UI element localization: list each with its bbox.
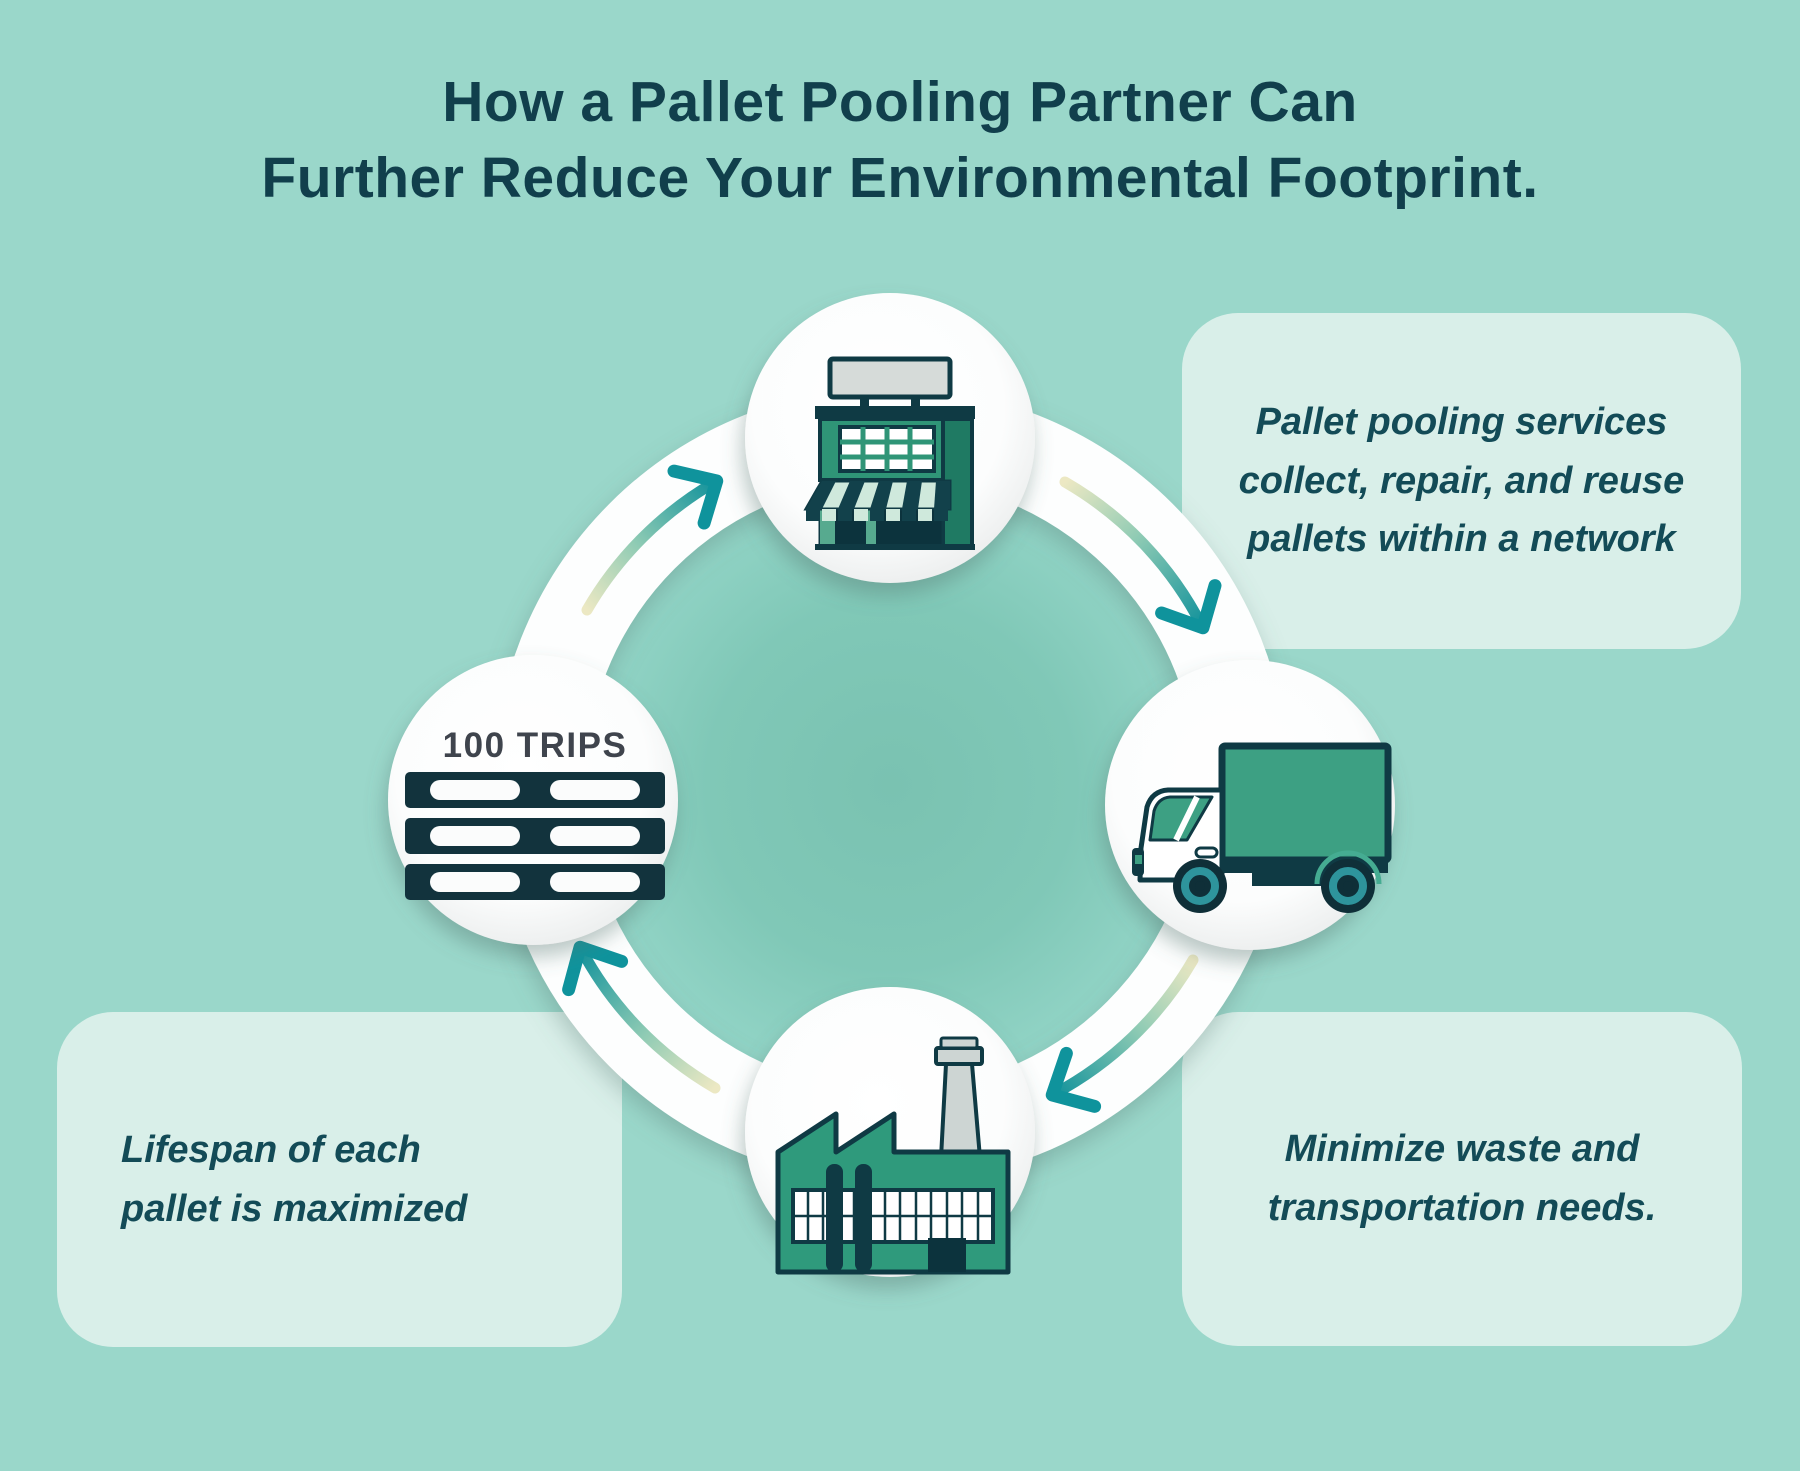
- callout-line: Lifespan of each: [121, 1128, 421, 1171]
- callout-line: collect, repair, and reuse: [1238, 459, 1685, 502]
- box-truck-icon: [1132, 742, 1392, 913]
- storefront-icon: [803, 356, 975, 550]
- pallet-stack-icon: [405, 772, 665, 900]
- callout-line: Pallet pooling services: [1255, 400, 1668, 443]
- title-line-2: Further Reduce Your Environmental Footpr…: [261, 146, 1539, 211]
- page-title: How a Pallet Pooling Partner Can Further…: [0, 64, 1800, 217]
- title-line-1: How a Pallet Pooling Partner Can: [442, 70, 1358, 134]
- factory-icon: [775, 1036, 1011, 1275]
- callout-pallet-pooling-services: Pallet pooling services collect, repair,…: [1182, 313, 1741, 649]
- arrow-right-to-bottom-icon: [1045, 954, 1199, 1113]
- callout-lifespan-maximized: Lifespan of each pallet is maximized: [57, 1012, 622, 1347]
- callout-line: pallet is maximized: [121, 1187, 468, 1230]
- pallet-trips-label: 100 TRIPS: [443, 726, 628, 765]
- callout-line: pallets within a network: [1247, 518, 1676, 561]
- cycle-arrows: [562, 464, 1222, 1113]
- arrow-top-to-right-icon: [1059, 476, 1222, 635]
- callout-line: Minimize waste and: [1284, 1128, 1640, 1171]
- callout-minimize-waste: Minimize waste and transportation needs.: [1182, 1012, 1742, 1346]
- callout-line: transportation needs.: [1267, 1187, 1657, 1229]
- cycle-inner-disc: [584, 478, 1198, 1092]
- arrow-left-to-top-icon: [581, 464, 724, 616]
- arrow-bottom-to-left-icon: [562, 940, 721, 1094]
